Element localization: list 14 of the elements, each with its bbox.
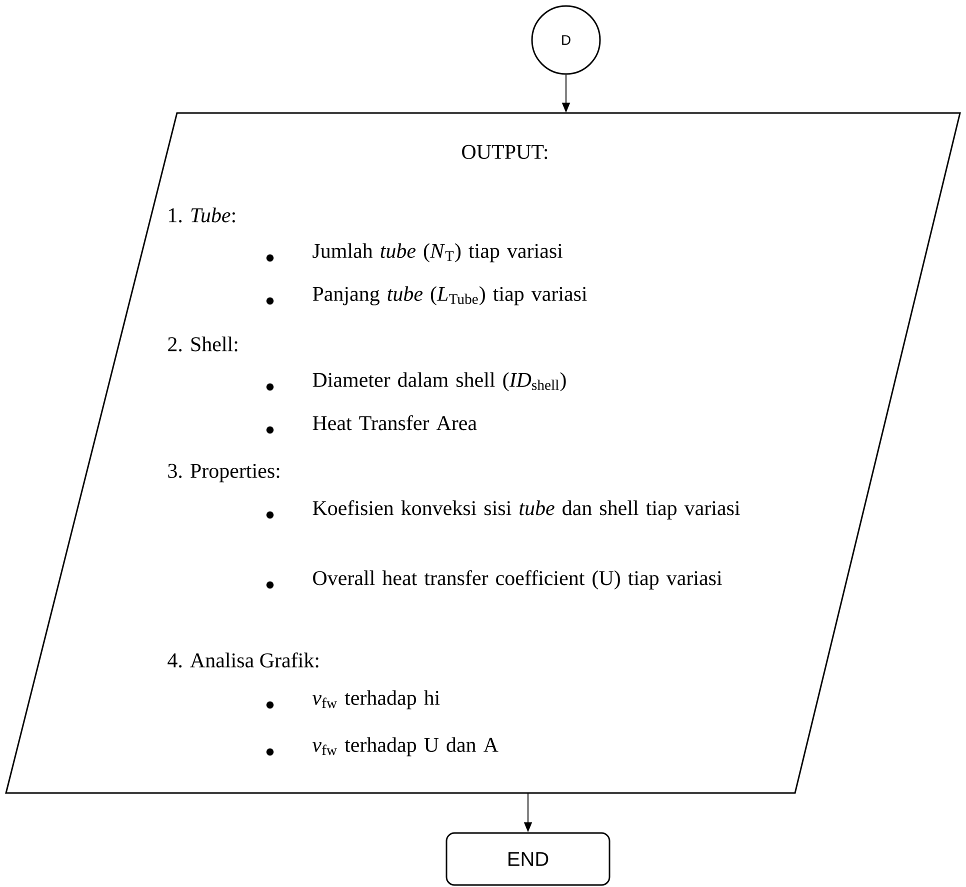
bullet-item: v$_{fw}$ terhadap hi <box>312 690 440 710</box>
bullet-item: Panjang tube (L$_{Tube}$) tiap variasi <box>312 286 587 306</box>
list-item: 4. Analisa Grafik: <box>168 652 318 668</box>
terminator-box: END <box>446 832 610 886</box>
bullet-item: Heat Transfer Area <box>312 415 477 430</box>
list-item: 2. Shell: <box>168 336 238 352</box>
bullet-item: v$_{fw}$ terhadap U dan A <box>312 737 498 756</box>
bullet-item: Jumlah tube (N$_{T}$) tiap variasi <box>312 243 563 262</box>
bullet-item: Koefisien konveksi sisi tube dan shell tiap variasi <box>312 500 740 520</box>
list-item: 3. Properties: <box>168 464 280 482</box>
bullet-item: Overall heat transfer coefficient (U) tiap variasi <box>313 570 722 590</box>
heading-text: OUTPUT: <box>462 144 548 160</box>
list-item: 1. Tube: <box>169 208 235 222</box>
bullet-item: Diameter dalam shell (ID$_{shell}$) <box>312 372 566 392</box>
